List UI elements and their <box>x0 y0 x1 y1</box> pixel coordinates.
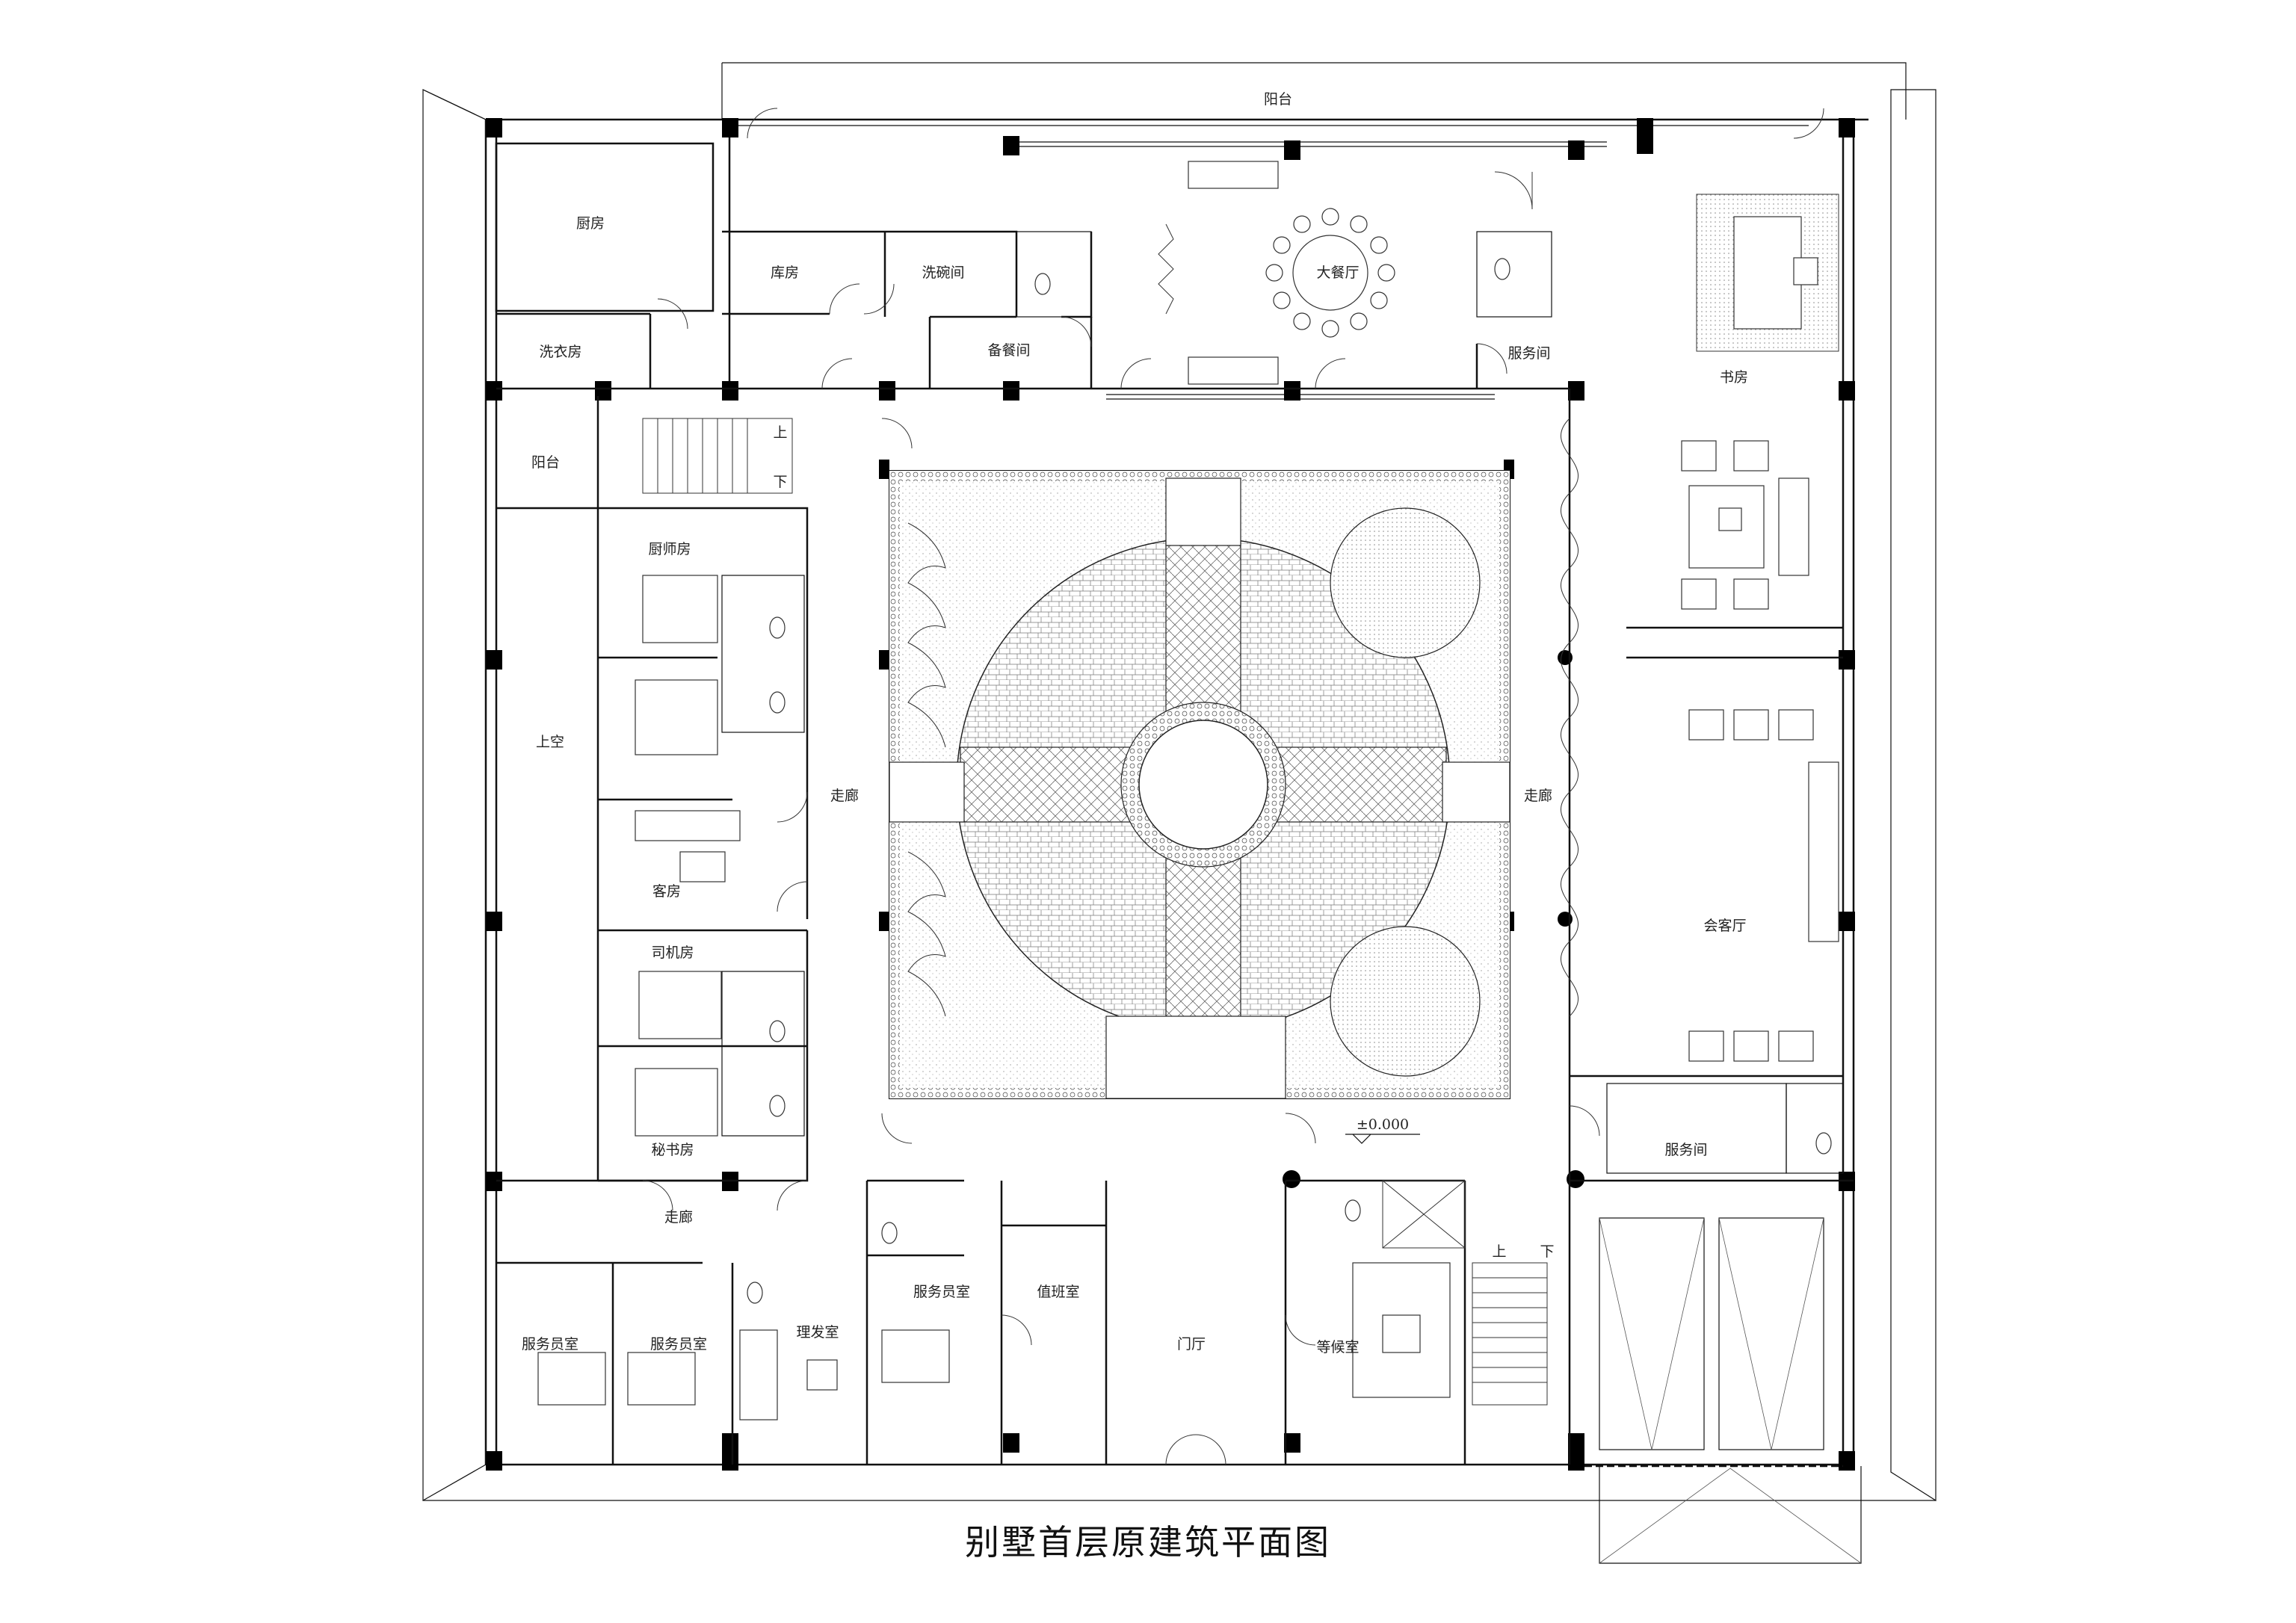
label-balcony-north: 阳台 <box>1264 91 1292 108</box>
label-service-room-east: 服务间 <box>1664 1142 1707 1158</box>
label-void: 上空 <box>536 734 564 750</box>
label-guest-room: 客房 <box>652 883 681 900</box>
label-stair-down: 下 <box>773 474 787 490</box>
label-service-room-north: 服务间 <box>1507 345 1550 362</box>
label-study: 书房 <box>1720 369 1748 386</box>
courtyard <box>889 470 1510 1099</box>
label-driver-room: 司机房 <box>651 945 694 961</box>
label-storage: 库房 <box>771 265 799 281</box>
label-corridor-west: 走廊 <box>830 788 859 804</box>
label-stair2-down: 下 <box>1540 1243 1554 1260</box>
label-pantry: 备餐间 <box>987 342 1030 359</box>
label-dining-hall: 大餐厅 <box>1316 265 1359 281</box>
elevation-mark: ±0.000 <box>1357 1116 1409 1133</box>
room-labels: 阳台 厨房 库房 洗碗间 备餐间 大餐厅 服务间 书房 洗衣房 阳台 上 下 厨… <box>522 91 1748 1355</box>
label-staff-room-3: 服务员室 <box>913 1284 970 1300</box>
label-chef-room: 厨师房 <box>648 541 691 557</box>
label-reception-hall: 会客厅 <box>1703 918 1746 934</box>
doors <box>642 108 1824 1465</box>
label-kitchen: 厨房 <box>576 215 605 232</box>
label-stair2-up: 上 <box>1492 1243 1506 1260</box>
plan-title: 别墅首层原建筑平面图 <box>965 1522 1331 1562</box>
label-foyer: 门厅 <box>1177 1336 1206 1352</box>
interior-walls <box>495 142 1854 1468</box>
label-staff-room-1: 服务员室 <box>522 1336 578 1352</box>
label-secretary-room: 秘书房 <box>651 1142 694 1158</box>
label-corridor-east: 走廊 <box>1524 788 1552 804</box>
exterior-walls <box>484 118 1868 1466</box>
label-barber: 理发室 <box>796 1324 839 1341</box>
label-duty-room: 值班室 <box>1037 1284 1079 1300</box>
label-laundry: 洗衣房 <box>539 344 581 360</box>
furniture <box>537 161 1839 1420</box>
label-stair-up: 上 <box>773 424 787 441</box>
label-balcony-west: 阳台 <box>531 454 560 471</box>
label-staff-room-2: 服务员室 <box>650 1336 707 1352</box>
label-corridor-south: 走廊 <box>664 1209 693 1225</box>
label-dishwashing: 洗碗间 <box>922 265 964 281</box>
label-waiting-room: 等候室 <box>1316 1339 1359 1355</box>
